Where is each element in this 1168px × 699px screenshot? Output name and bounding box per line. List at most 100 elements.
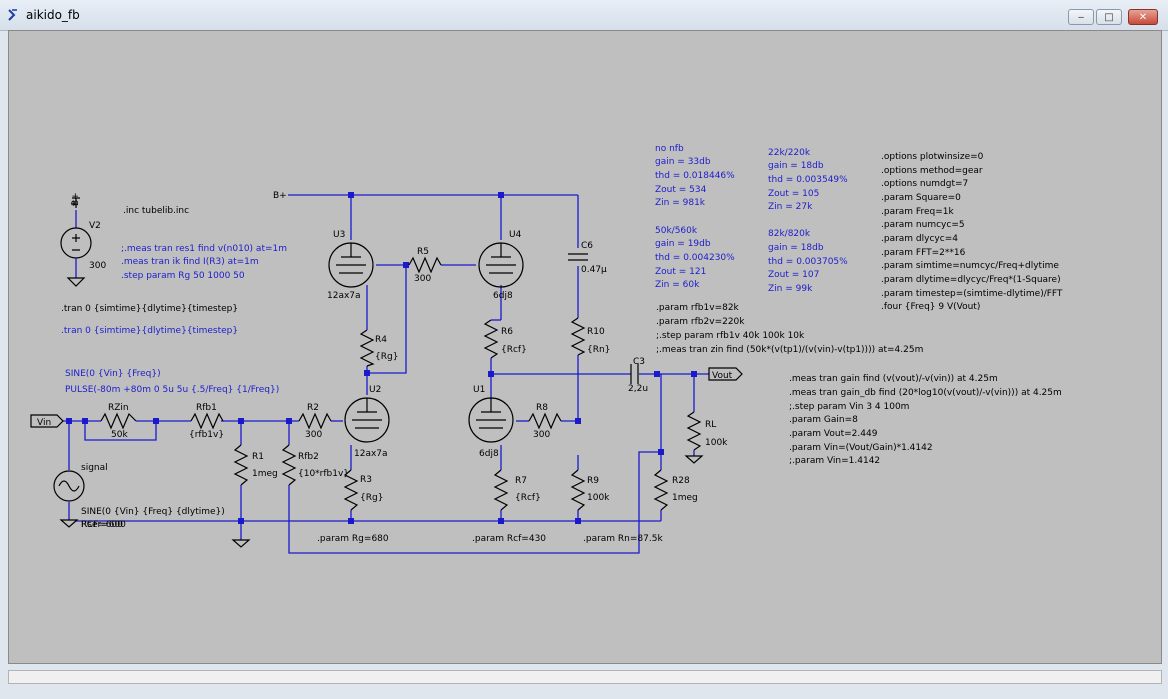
resistor-r1[interactable] [233,444,249,486]
gain-line: .param Vout=2.449 [789,429,878,439]
resistor-r10[interactable] [570,317,586,356]
u3-name: U3 [333,230,345,240]
option-line: .options plotwinsize=0 [881,152,984,162]
tran-directive-1: .tran 0 {simtime}{dlytime}{timestep} [61,304,238,314]
param-rcf: .param Rcf=430 [472,534,546,544]
v2-source[interactable]: + [60,197,92,287]
vout-port[interactable] [708,367,743,381]
capacitor-c6[interactable] [568,253,588,261]
resistor-rfb1[interactable] [190,412,224,430]
title-bar: aikido_fb ‒ □ ✕ [0,0,1168,31]
meas-line-3: .step param Rg 50 1000 50 [121,271,245,281]
option-line: .param FFT=2**16 [881,248,966,258]
resistor-rl[interactable] [686,411,702,451]
result-line: Zin = 981k [655,198,706,208]
resistor-r5[interactable] [408,256,442,274]
resistor-r7[interactable] [493,469,509,511]
resistor-r8[interactable] [528,412,562,430]
rzin-name: RZin [108,403,129,413]
rl-name: RL [705,420,716,430]
u1-name: U1 [473,385,485,395]
tran-directive-2: .tran 0 {simtime}{dlytime}{timestep} [61,326,238,336]
source-line-1: SINE(0 {Vin} {Freq}) [65,369,161,379]
c6-value: 0.47μ [581,265,607,275]
u1-model: 6dj8 [479,449,499,459]
results-no-nfb: no nfb gain = 33db thd = 0.018446% Zout … [655,144,735,208]
option-line: .param dlycyc=4 [881,234,958,244]
r9-value: 100k [587,493,610,503]
signal-rcf: RCF=600 [81,520,123,530]
tube-u3[interactable] [328,242,374,288]
v2-value: 300 [89,261,106,271]
resistor-r9[interactable] [570,469,586,511]
r3-name: R3 [360,475,372,485]
option-line: .four {Freq} 9 V(Vout) [881,302,980,312]
r1-name: R1 [252,452,264,462]
option-line: .param dlytime=dlycyc/Freq*(1-Square) [881,275,1061,285]
result-line: thd = 0.004230% [655,253,735,263]
result-line: thd = 0.003549% [768,175,848,185]
r5-name: R5 [417,247,429,257]
resistor-r28[interactable] [653,469,669,511]
option-line: .options method=gear [881,166,983,176]
resistor-rfb2[interactable] [281,444,297,486]
result-line: gain = 18db [768,161,824,171]
source-line-2: PULSE(-80m +80m 0 5u 5u {.5/Freq} {1/Fre… [65,385,279,395]
result-title: no nfb [655,144,684,154]
result-line: thd = 0.003705% [768,257,848,267]
gain-line: .meas tran gain find (v(vout)/-v(vin)) a… [789,374,998,384]
r2-name: R2 [307,403,319,413]
resistor-rzin[interactable] [100,412,137,430]
schematic-canvas[interactable]: + V2 300 B+ B+ U3 12ax7a U4 6dj8 U2 12ax… [8,30,1162,664]
results-50k-560k: 50k/560k gain = 19db thd = 0.004230% Zou… [655,226,735,290]
option-line: .param simtime=numcyc/Freq+dlytime [881,261,1059,271]
r4-name: R4 [375,335,387,345]
option-line: .param numcyc=5 [881,220,965,230]
fb-param-4: ;.meas tran zin find (50k*(v(tp1)/(v(vin… [656,345,923,355]
result-line: gain = 19db [655,239,711,249]
signal-source[interactable] [53,470,85,528]
capacitor-c3[interactable] [630,364,639,384]
c6-name: C6 [581,241,593,251]
result-line: Zout = 105 [768,189,819,199]
param-rn: .param Rn=87.5k [583,534,663,544]
close-button[interactable]: ✕ [1128,9,1158,25]
resistor-r6[interactable] [483,319,499,359]
rfb2-name: Rfb2 [298,452,319,462]
option-line: .param timestep=(simtime-dlytime)/FFT [881,289,1063,299]
resistor-r4[interactable] [359,329,375,367]
tube-u2[interactable] [344,397,390,443]
result-line: thd = 0.018446% [655,171,735,181]
result-line: Zout = 121 [655,267,706,277]
signal-name: signal [81,463,108,473]
r5-value: 300 [414,274,431,284]
power-label-v2: B+ [71,192,81,206]
vin-port[interactable] [30,414,64,428]
r4-value: {Rg} [375,352,398,362]
c3-value: 2,2u [628,384,648,394]
maximize-button[interactable]: □ [1096,9,1122,25]
resistor-r2[interactable] [298,412,332,430]
tube-u1[interactable] [468,397,514,443]
u4-name: U4 [509,230,522,240]
rzin-value: 50k [111,430,128,440]
r8-value: 300 [533,430,550,440]
options-block: .options plotwinsize=0 .options method=g… [881,152,1063,312]
r2-value: 300 [305,430,322,440]
tube-u4[interactable] [478,242,524,288]
r9-name: R9 [587,476,599,486]
minimize-button[interactable]: ‒ [1068,9,1094,25]
svg-text:+: + [70,199,78,209]
fb-param-1: .param rfb1v=82k [656,303,740,313]
horizontal-scrollbar[interactable] [8,670,1162,684]
rfb2-value: {10*rfb1v} [298,469,349,479]
rfb1-value: {rfb1v} [189,430,224,440]
result-line: Zout = 107 [768,270,819,280]
b-plus-label: B+ [273,191,287,201]
u2-model: 12ax7a [354,449,388,459]
resistor-r3[interactable] [343,469,359,511]
schematic-svg[interactable]: + V2 300 B+ B+ U3 12ax7a U4 6dj8 U2 12ax… [9,31,1161,663]
rl-value: 100k [705,438,728,448]
vout-label: Vout [712,371,733,381]
r28-value: 1meg [672,493,698,503]
